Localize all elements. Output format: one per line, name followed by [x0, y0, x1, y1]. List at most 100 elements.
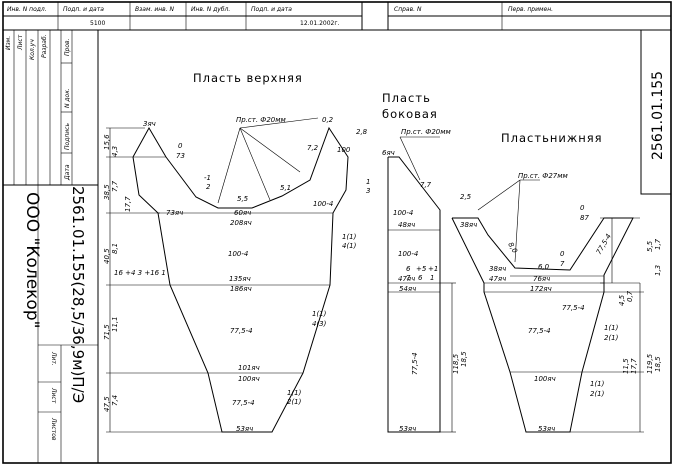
- bottom-label-17-7: 17,7: [630, 358, 638, 374]
- wire-label-top-20: Пр.ст. Ф20мм: [236, 116, 287, 124]
- top-dim-47-5: 47,5: [103, 396, 111, 412]
- wire-label-bottom-27: Пр.ст. Ф27мм: [518, 172, 569, 180]
- side-label-47yach: 47яч: [398, 275, 415, 283]
- bottom-label-172yach: 172яч: [530, 285, 552, 293]
- header-cell-6: Перв. примен.: [508, 6, 553, 13]
- header-cell-2: Взам. инв. N: [135, 6, 174, 13]
- top-label-1-1b: 1(1): [312, 310, 327, 318]
- bottom-label-5-5: 5,5: [646, 240, 654, 252]
- top-label-100-4a: 100-4: [313, 200, 333, 208]
- wire-label-side-20: Пр.ст. Ф20мм: [401, 128, 452, 136]
- top-label-77-5-4a: 77,5-4: [230, 327, 253, 335]
- bottom-label-38yach-b: 38яч: [489, 265, 506, 273]
- row-label-razrab: Разраб.: [41, 34, 48, 58]
- header-value-5100: 5100: [90, 20, 105, 27]
- side-panel: 6яч 7,7 100-4 48яч 100-4 6 7 +5 6 +1 1 4…: [382, 128, 468, 433]
- side-label-6a: 6: [406, 265, 411, 273]
- top-label-5-5: 5,5: [237, 195, 249, 203]
- top-dim-8-1: 8,1: [111, 243, 119, 254]
- top-label-2: 2: [206, 183, 211, 191]
- top-label-53yach: 53яч: [236, 425, 253, 433]
- bottom-label-18-5: 18,5: [654, 356, 662, 372]
- top-dim-7-4: 7,4: [111, 395, 119, 406]
- top-label-5-1: 5,1: [280, 184, 291, 192]
- top-label-2-1: 2(1): [287, 398, 302, 406]
- row-label-izm: Изм.: [5, 36, 12, 50]
- section-title-top: Пласть верхняя: [193, 71, 303, 85]
- top-dim-17-7: 17,7: [124, 196, 132, 212]
- top-panel: 15,6 4,3 38,5 7,7 17,7 40,5 8,1 71,5 11,…: [103, 116, 370, 433]
- top-dim-40-5: 40,5: [103, 248, 111, 264]
- top-label-7-2: 7,2: [307, 144, 319, 152]
- col-label-data: Дата: [64, 164, 71, 181]
- section-title-side-1: Пласть: [382, 91, 431, 105]
- top-label-73yach: 73яч: [166, 209, 183, 217]
- top-label-73: 73: [176, 152, 185, 160]
- document-title: 2561.01.155(28,5/36,9м)П/Э: [69, 186, 87, 403]
- top-label-2-8: 2,8: [356, 128, 368, 136]
- section-title-bottom: Пластьнижняя: [501, 131, 603, 145]
- header-cell-5: Справ. N: [394, 6, 422, 13]
- bottom-panel: 2,5 38яч 8,0 0 87 77,5-4 5,5 1,7 1,3 6,0…: [451, 172, 662, 433]
- section-title-side-2: боковая: [382, 107, 438, 121]
- bottom-label-38yach-a: 38яч: [460, 221, 477, 229]
- side-label-77-5-4: 77,5-4: [411, 352, 419, 375]
- header-cell-3: Инв. N дубл.: [191, 6, 230, 13]
- side-label-7: 7: [406, 274, 411, 282]
- bottom-label-11-5: 11,5: [622, 358, 630, 374]
- top-label-100yach: 100яч: [238, 375, 260, 383]
- bottom-label-1-3: 1,3: [654, 265, 662, 276]
- top-label-101yach: 101яч: [238, 364, 260, 372]
- top-dim-71-5: 71,5: [103, 324, 111, 340]
- bottom-label-87: 87: [580, 214, 589, 222]
- top-label-0: 0: [178, 142, 183, 150]
- header-cell-1: Подп. и дата: [63, 6, 104, 13]
- side-label-48yach: 48яч: [398, 221, 415, 229]
- top-label-208yach: 208яч: [230, 219, 252, 227]
- bottom-label-1-7: 1,7: [654, 238, 662, 250]
- bottom-label-77-5-4c: 77,5-4: [528, 327, 551, 335]
- bottom-label-0a: 0: [580, 204, 585, 212]
- col-label-ndok: N док.: [64, 88, 71, 108]
- top-label-1-1c: 1(1): [287, 389, 302, 397]
- top-label-186yach: 186яч: [230, 285, 252, 293]
- side-label-18-5: 18,5: [460, 351, 468, 367]
- header-cell-4: Подп. и дата: [251, 6, 292, 13]
- bottom-label-2-5: 2,5: [460, 193, 472, 201]
- bottom-label-77-5-4a: 77,5-4: [595, 232, 613, 256]
- top-dim-38-5: 38,5: [103, 184, 111, 200]
- header-value-date: 12.01.2002г.: [300, 20, 340, 27]
- left-title-strip: Изм. Лист Разраб. Кол.уч N док. Подпись …: [3, 29, 98, 463]
- col-label-podpis: Подпись: [64, 123, 71, 150]
- bottom-label-8-0: 8,0: [506, 241, 519, 255]
- top-label-1-1a: 1(1): [342, 233, 357, 241]
- side-label-100-4b: 100-4: [398, 250, 418, 258]
- mini-label-lit: Лит.: [50, 351, 57, 366]
- side-label-6b: 6: [418, 274, 423, 282]
- top-label-1: 1: [366, 178, 370, 186]
- top-label-135yach: 135яч: [229, 275, 251, 283]
- bottom-label-100yach: 100яч: [534, 375, 556, 383]
- code-box: 2561.01.155: [640, 29, 672, 195]
- top-label-0-2: 0,2: [322, 116, 334, 124]
- header-strip: Инв. N подл. Подп. и дата Взам. инв. N И…: [3, 2, 671, 31]
- bottom-label-53yach: 53яч: [538, 425, 555, 433]
- bottom-label-6-0: 6,0: [538, 263, 550, 271]
- bottom-label-47yach: 47яч: [489, 275, 506, 283]
- bottom-label-0b: 0: [560, 250, 565, 258]
- top-label-3yach: 3яч: [143, 120, 156, 128]
- bottom-label-1-1b: 1(1): [590, 380, 605, 388]
- side-label-118-5: 118,5: [452, 353, 460, 374]
- side-label-p1: +1: [428, 265, 438, 273]
- mini-label-listov: Листов: [50, 417, 57, 441]
- top-label-m1: -1: [204, 174, 211, 182]
- bottom-label-1-1a: 1(1): [604, 324, 619, 332]
- top-dim-11-1: 11,1: [111, 316, 119, 332]
- row-label-list: Лист: [17, 34, 24, 51]
- bottom-label-7: 7: [560, 260, 565, 268]
- top-label-100-4b: 100-4: [228, 250, 248, 258]
- top-label-3: 3: [366, 187, 370, 195]
- side-label-54yach: 54яч: [399, 285, 416, 293]
